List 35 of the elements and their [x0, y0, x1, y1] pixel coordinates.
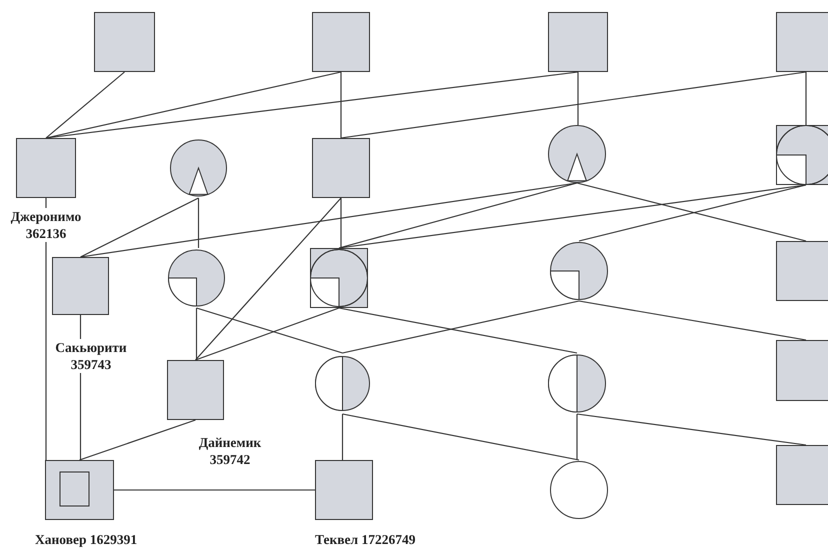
pedigree-line — [577, 72, 579, 125]
pedigree-line — [340, 72, 342, 138]
pedigree-line — [196, 308, 198, 360]
square-circle-symbol — [310, 248, 368, 308]
pedigree-line — [342, 413, 580, 461]
square-circle-symbol — [776, 125, 828, 185]
pedigree-square-symbol — [548, 12, 608, 72]
pedigree-line — [805, 72, 807, 125]
pedigree-circle-symbol — [168, 248, 225, 308]
pedigree-line — [195, 307, 340, 361]
pedigree-line — [340, 198, 342, 248]
pedigree-line — [198, 198, 200, 248]
pedigree-line — [196, 307, 343, 354]
pedigree-circle-symbol — [548, 125, 606, 183]
pedigree-line — [340, 71, 806, 139]
pedigree-line — [576, 414, 578, 460]
pedigree-square-symbol — [312, 138, 370, 198]
pedigree-line — [80, 198, 199, 258]
pedigree-line — [46, 72, 125, 138]
pedigree-line — [79, 419, 196, 461]
pedigree-square-symbol — [94, 12, 155, 72]
pedigree-line — [342, 414, 344, 460]
pedigree-square-symbol — [312, 12, 370, 72]
pedigree-line — [46, 71, 342, 139]
pedigree-line — [576, 413, 806, 446]
pedigree-circle-symbol — [170, 138, 227, 198]
pedigree-line — [338, 182, 578, 249]
pedigree-line — [578, 300, 806, 341]
pedigree-line — [195, 198, 342, 360]
pedigree-line — [46, 71, 578, 139]
pedigree-circle-symbol — [550, 460, 608, 520]
pedigree-circle-symbol — [315, 353, 370, 414]
pedigree-circle-symbol — [548, 353, 606, 414]
pedigree-line — [114, 489, 315, 491]
pedigree-circle-symbol — [550, 241, 608, 301]
